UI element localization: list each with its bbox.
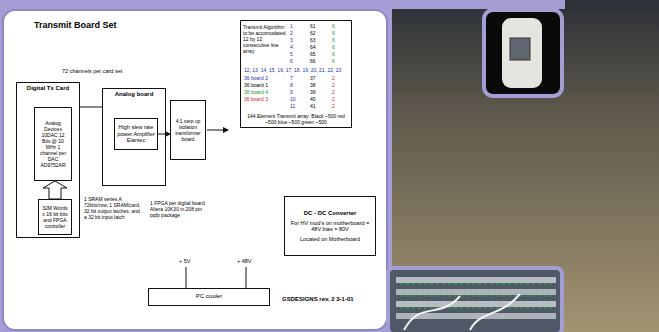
table-cell: 2 [332, 75, 335, 81]
table-cell: 3 [290, 37, 293, 43]
table-cell: 2 [332, 103, 335, 109]
supply-box: PC cooler [148, 288, 270, 306]
box-text: Located on Motherboard [287, 236, 373, 243]
table-cell: 2 [290, 30, 293, 36]
table-cell: 61 [310, 23, 316, 29]
converter-box: DC - DC ConverterFor HV mod's on motherb… [284, 196, 376, 256]
table-cell: 64 [310, 44, 316, 50]
supply-wire [246, 267, 247, 288]
table-cell: 40 [310, 96, 316, 102]
signal-line [80, 107, 102, 108]
table-cell: 65 [310, 51, 316, 57]
box-text: Analog Devices 10DAC 12 Bits @ 10 MHz 1 … [37, 120, 69, 168]
table-cell: 6 [290, 58, 293, 64]
table-cell: 7 [290, 75, 293, 81]
table-cell: 10 [290, 96, 296, 102]
white-panel [3, 10, 387, 330]
table-cell: 66 [310, 58, 316, 64]
rack-boards [396, 277, 556, 330]
table-cell: 36 board 1 [244, 82, 268, 88]
table-cell: 8 [290, 82, 293, 88]
note-text: + 5V [179, 258, 190, 265]
table-cell: 6 [332, 37, 335, 43]
table-cell: 2 [332, 89, 335, 95]
sensor-photo [502, 18, 542, 88]
table-cell: 11 [290, 103, 295, 109]
data-flow-arrow [43, 181, 67, 199]
table-cell: 1 [290, 23, 293, 29]
table-cell: 6 [332, 44, 335, 50]
note-text: 1 FPGA per digital board Altera 10K30 in… [150, 200, 212, 218]
box-heading: Analog board [105, 91, 163, 98]
box-text: 32M Words x 16 bit bits and FPGA control… [41, 205, 69, 229]
box-text: For HV mod's on motherboard = 48V bias =… [287, 220, 373, 233]
frame-left [0, 0, 392, 332]
dac-box: Analog Devices 10DAC 12 Bits @ 10 MHz 1 … [34, 107, 72, 181]
table-cell: 4 [290, 44, 293, 50]
box-text: Transmit Algorithm to be accomodated 12 … [243, 24, 289, 54]
table-cell: 37 [310, 75, 316, 81]
box-text: 4:1 step up isolation transformer board [173, 118, 203, 142]
board-box: Analog boardHigh slew rate power Amplifi… [102, 88, 166, 186]
table-cell: 36 board 4 [244, 89, 268, 95]
note-text: + 48V [237, 258, 252, 265]
revision-note: GSDESIGNS rev. 2 3-1-01 [282, 296, 354, 303]
memory-box: 32M Words x 16 bit bits and FPGA control… [38, 199, 72, 235]
note-text: 72 channels per card set [62, 68, 122, 75]
table-cell: 62 [310, 30, 316, 36]
table-cell: 39 [310, 89, 316, 95]
table-cell: 36 board 2 [244, 75, 268, 81]
table-cell: 2 [332, 96, 335, 102]
sensor-window [510, 38, 530, 60]
table-cell: 36 board 3 [244, 96, 268, 102]
table-cell: 6 [332, 30, 335, 36]
note-text: 1 SRAM series A 72bits/row, 1 SRAM/card,… [84, 196, 142, 220]
output-arrow [207, 130, 228, 131]
array-table-box: Transmit Algorithm to be accomodated 12 … [240, 20, 352, 128]
table-cell: 6 [332, 51, 335, 57]
table-cell: 12, 13, 14, 15, 16, 17, 18, 19, 20, 21, … [244, 67, 341, 73]
table-cell: 38 [310, 82, 316, 88]
table-cell: 2 [332, 82, 335, 88]
supply-wire [186, 267, 187, 288]
rack-photo [388, 268, 562, 332]
frame-top [380, 0, 565, 9]
box-text: High slew rate power Amplifier Elantec [117, 124, 155, 144]
transformer-box: 4:1 step up isolation transformer board [170, 100, 206, 160]
card-box: Digital Tx CardAnalog Devices 10DAC 12 B… [16, 82, 80, 238]
table-cell: 6 [332, 58, 335, 64]
signal-line [158, 134, 170, 135]
table-cell: 5 [290, 51, 293, 57]
box-text: 144 Element Transmit array: Black ~500 r… [243, 113, 349, 125]
box-heading: Digital Tx Card [19, 85, 77, 92]
table-cell: 63 [310, 37, 316, 43]
table-cell: 41 [310, 103, 316, 109]
box-text: DC - DC Converter [287, 210, 373, 217]
amplifier-box: High slew rate power Amplifier Elantec [114, 118, 158, 150]
box-text: PC cooler [151, 293, 267, 300]
table-cell: 9 [290, 89, 293, 95]
table-cell: 6 [332, 23, 335, 29]
diagram-title: Transmit Board Set [34, 20, 117, 31]
photo-frame-top [484, 10, 562, 96]
